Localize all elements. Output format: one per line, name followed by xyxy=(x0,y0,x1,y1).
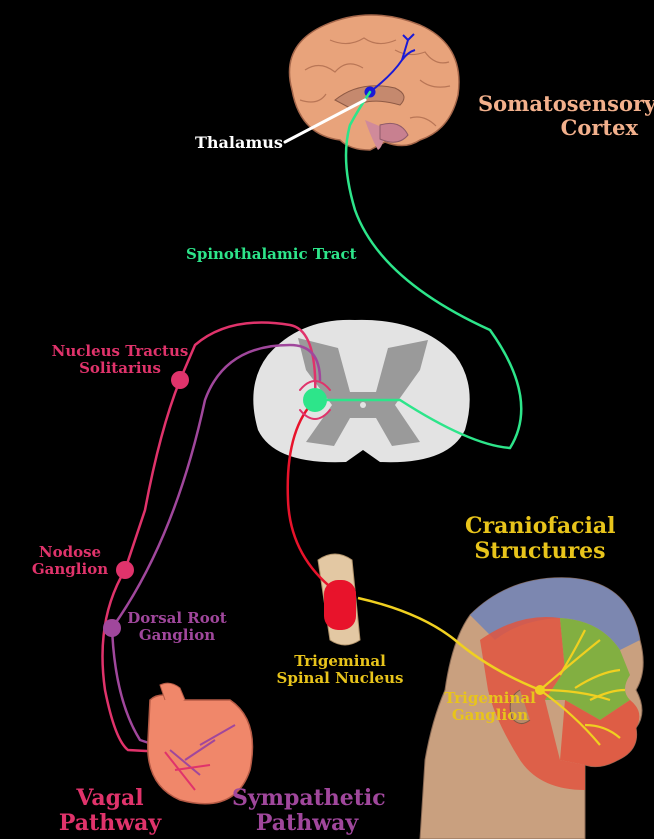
dorsal-root-ganglion-label: Dorsal Root Ganglion xyxy=(122,610,232,644)
trigeminal-nucleus-node xyxy=(324,580,356,630)
central-canal xyxy=(360,402,366,408)
trigeminal-ganglion-label: Trigeminal Ganglion xyxy=(435,690,545,724)
somatosensory-cortex-label: Somatosensory Cortex xyxy=(478,92,638,139)
nodose-ganglion-label: Nodose Ganglion xyxy=(30,544,110,578)
trigeminal-spinal-nucleus-label: Trigeminal Spinal Nucleus xyxy=(270,653,410,687)
craniofacial-structures-label: Craniofacial Structures xyxy=(465,514,615,563)
thalamus-label: Thalamus xyxy=(195,134,283,152)
sympathetic-pathway-label: Sympathetic Pathway xyxy=(232,786,382,835)
aorta xyxy=(160,683,185,700)
nodose-node xyxy=(116,561,134,579)
spinal-cord-white-matter xyxy=(253,320,469,462)
spinothalamic-tract-label: Spinothalamic Tract xyxy=(186,246,357,263)
trigeminal-nucleus-illustration xyxy=(318,554,360,645)
spinal-cord xyxy=(253,320,469,462)
vagal-pathway-label: Vagal Pathway xyxy=(50,786,170,835)
nucleus-tractus-solitarius-label: Nucleus Tractus Solitarius xyxy=(50,343,190,377)
drg-node xyxy=(103,619,121,637)
spinal-synapse-node xyxy=(303,388,327,412)
brain-illustration xyxy=(289,15,458,150)
